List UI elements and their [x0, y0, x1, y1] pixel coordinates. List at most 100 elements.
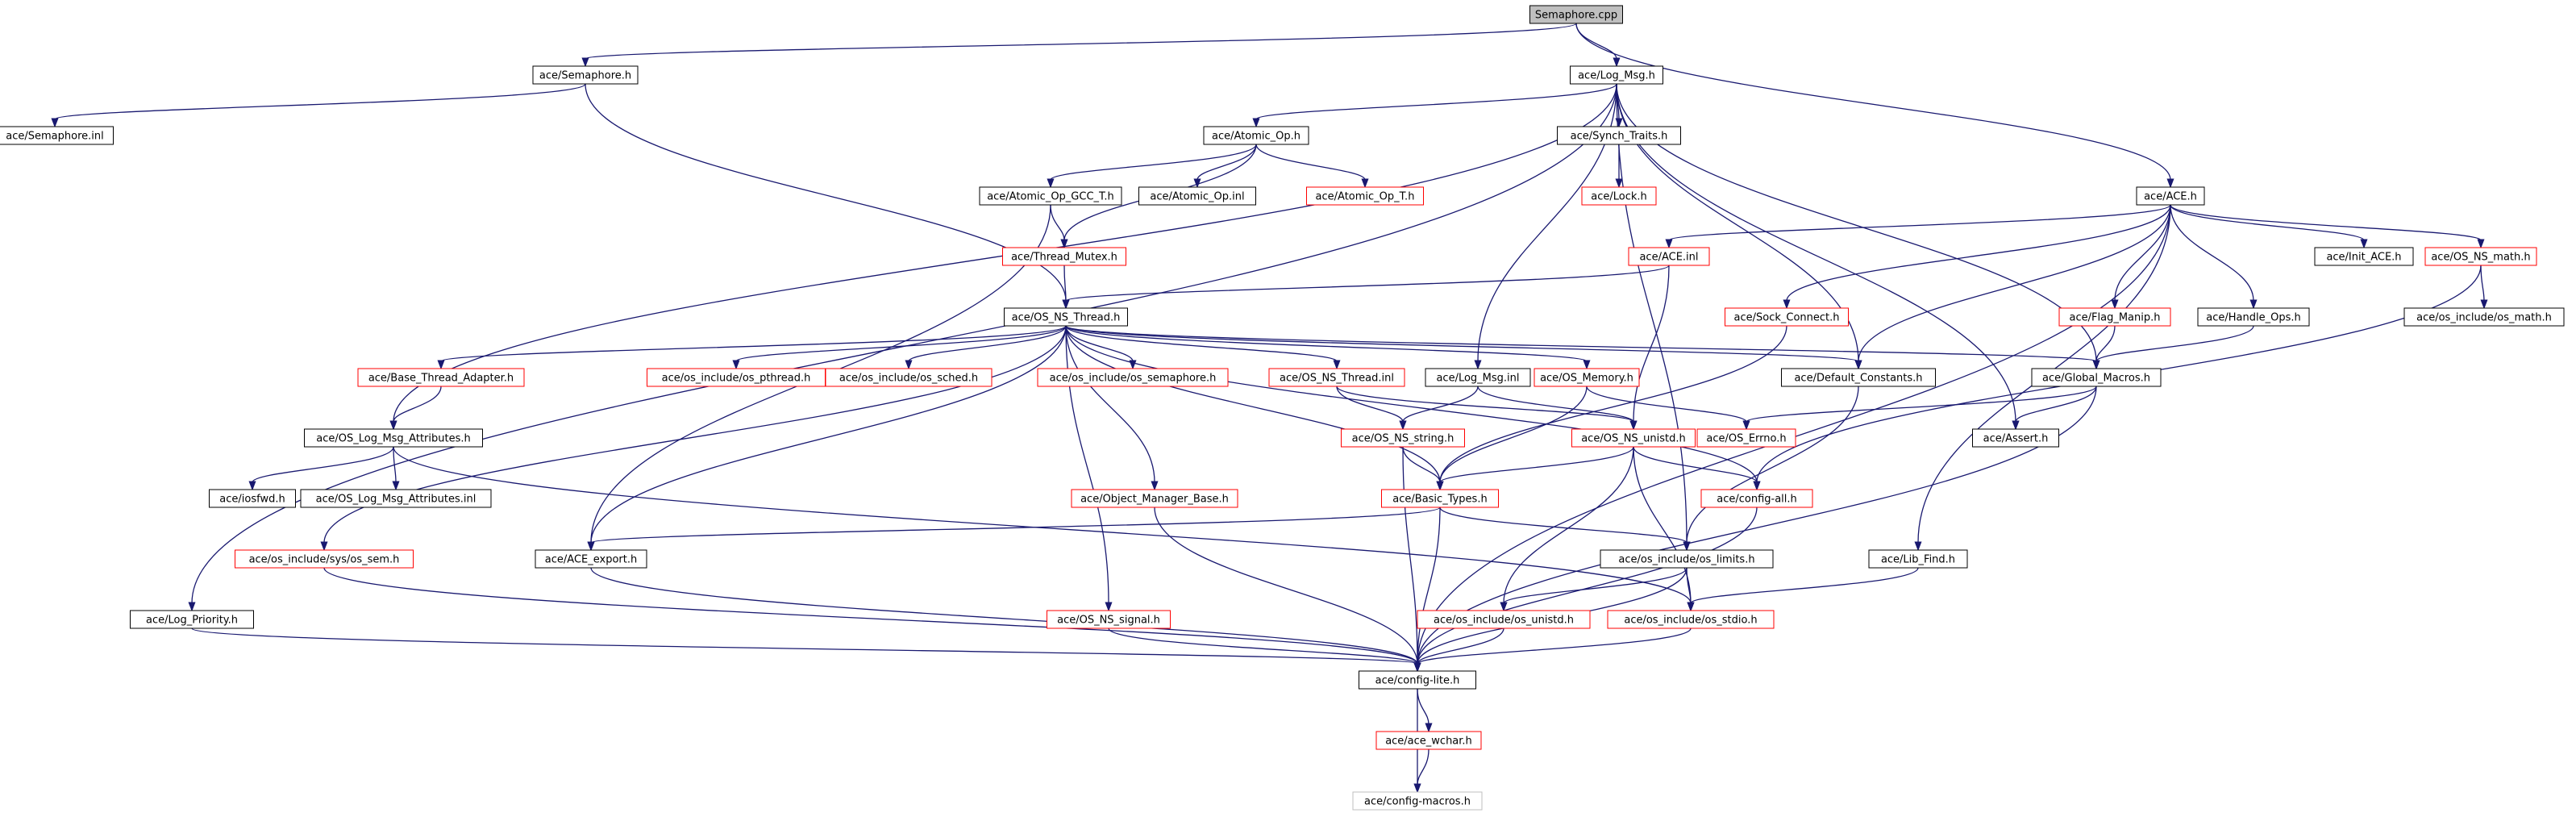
graph-node[interactable]: ace/os_include/os_stdio.h [1607, 610, 1775, 629]
edge-line [191, 83, 1617, 604]
graph-node[interactable]: ace/Thread_Mutex.h [1002, 247, 1126, 266]
edge-line [1633, 446, 1758, 483]
node-label: ace/OS_NS_Thread.h [1012, 312, 1121, 324]
edge-line [2170, 204, 2254, 302]
edge-line [1503, 446, 1634, 604]
graph-node[interactable]: ace/os_include/os_limits.h [1600, 549, 1774, 569]
edge-line [1439, 446, 1634, 483]
edge-arrowhead [389, 420, 397, 431]
node-box [535, 549, 647, 569]
edge-arrowhead [1615, 178, 1623, 189]
node-box [2031, 368, 2162, 387]
edge-line [1575, 23, 1617, 60]
graph-node[interactable]: ace/Semaphore.inl [0, 126, 114, 145]
graph-node[interactable]: ace/Atomic_Op.inl [1138, 186, 1256, 206]
edge-line [1633, 446, 1692, 604]
node-label: Semaphore.cpp [1535, 10, 1617, 22]
node-box [532, 65, 639, 85]
edge-line [1439, 386, 1588, 483]
graph-node[interactable]: ace/Handle_Ops.h [2197, 307, 2310, 327]
edge-line [1417, 748, 1429, 786]
graph-node[interactable]: ace/OS_Log_Msg_Attributes.h [304, 428, 483, 448]
graph-node[interactable]: ace/OS_NS_Thread.inl [1268, 368, 1405, 387]
node-box [1425, 368, 1531, 387]
node-label: ace/iosfwd.h [219, 494, 285, 506]
edge-arrowhead [581, 57, 589, 68]
graph-node[interactable]: ace/OS_Memory.h [1534, 368, 1640, 387]
node-label: ace/Atomic_Op_T.h [1316, 191, 1415, 203]
node-box [209, 489, 296, 508]
graph-node[interactable]: ace/Object_Manager_Base.h [1071, 489, 1238, 508]
node-label: ace/OS_Log_Msg_Attributes.h [316, 433, 470, 445]
graph-node[interactable]: ace/OS_NS_unistd.h [1571, 428, 1696, 448]
graph-node[interactable]: ace/Init_ACE.h [2314, 247, 2414, 266]
graph-node[interactable]: ace/OS_Log_Msg_Attributes.inl [300, 489, 492, 508]
nodes-layer: Semaphore.cpp ace/Semaphore.h ace/Log_Msg.… [0, 5, 2565, 811]
graph-node[interactable]: ace/Assert.h [1972, 428, 2059, 448]
graph-node[interactable]: ace/os_include/os_pthread.h [647, 368, 826, 387]
graph-node[interactable]: ace/os_include/os_sched.h [825, 368, 993, 387]
graph-node[interactable]: ace/Basic_Types.h [1381, 489, 1499, 508]
node-box [1306, 186, 1424, 206]
graph-node[interactable]: Semaphore.cpp [1529, 5, 1623, 24]
node-label: ace/Basic_Types.h [1392, 494, 1487, 506]
node-label: ace/Semaphore.h [539, 70, 631, 82]
node-box [1375, 731, 1482, 750]
node-box [1359, 670, 1476, 690]
graph-node[interactable]: ace/os_include/os_semaphore.h [1037, 368, 1229, 387]
graph-node[interactable]: ace/Flag_Manip.h [2058, 307, 2171, 327]
edge-line [1439, 325, 1787, 483]
graph-node[interactable]: ace/ace_wchar.h [1375, 731, 1482, 750]
graph-node[interactable]: ace/Lib_Find.h [1868, 549, 1968, 569]
graph-node[interactable]: ace/Log_Msg.inl [1425, 368, 1531, 387]
edge-arrowhead [1753, 481, 1761, 491]
node-box [0, 126, 114, 145]
node-box [1571, 428, 1696, 448]
graph-node[interactable]: ace/Base_Thread_Adapter.h [357, 368, 525, 387]
edge-arrowhead [1060, 239, 1068, 249]
graph-node[interactable]: ace/Log_Priority.h [130, 610, 254, 629]
edge-line [590, 325, 1067, 544]
node-label: ace/Log_Priority.h [146, 615, 238, 627]
edge-line [1417, 688, 1429, 725]
edge-arrowhead [1105, 602, 1113, 612]
graph-node[interactable]: ace/Synch_Traits.h [1557, 126, 1681, 145]
edge-line [908, 325, 1067, 362]
graph-node[interactable]: ace/Sock_Connect.h [1725, 307, 1849, 327]
graph-node[interactable]: ace/Global_Macros.h [2031, 368, 2162, 387]
graph-node[interactable]: ace/ACE_export.h [535, 549, 647, 569]
graph-node[interactable]: ace/Semaphore.h [532, 65, 639, 85]
graph-node[interactable]: ace/os_include/os_unistd.h [1417, 610, 1591, 629]
graph-node[interactable]: ace/config-macros.h [1352, 791, 1483, 811]
graph-node[interactable]: ace/OS_NS_Thread.h [1004, 307, 1128, 327]
graph-node[interactable]: ace/OS_NS_string.h [1341, 428, 1465, 448]
graph-node[interactable]: ace/ACE.inl [1628, 247, 1710, 266]
edge-arrowhead [1333, 360, 1341, 370]
graph-node[interactable]: ace/config-lite.h [1359, 670, 1476, 690]
edge-line [1050, 144, 1257, 181]
graph-node[interactable]: ace/OS_NS_signal.h [1047, 610, 1171, 629]
edge-line [1065, 325, 1109, 604]
graph-node[interactable]: ace/os_include/sys/os_sem.h [235, 549, 414, 569]
graph-node[interactable]: ace/config-all.h [1700, 489, 1813, 508]
edge-line [1108, 627, 1418, 665]
graph-node[interactable]: ace/OS_NS_math.h [2424, 247, 2537, 266]
graph-node[interactable]: ace/Log_Msg.h [1570, 65, 1663, 85]
graph-node[interactable]: ace/iosfwd.h [209, 489, 296, 508]
graph-node[interactable]: ace/OS_Errno.h [1696, 428, 1796, 448]
graph-node[interactable]: ace/Lock.h [1581, 186, 1657, 206]
graph-node[interactable]: ace/Atomic_Op_T.h [1306, 186, 1424, 206]
node-label: ace/Flag_Manip.h [2070, 312, 2161, 324]
graph-node[interactable]: ace/Atomic_Op_GCC_T.h [979, 186, 1122, 206]
edge-arrowhead [1399, 420, 1407, 431]
node-box [304, 428, 483, 448]
graph-node[interactable]: ace/ACE.h [2136, 186, 2205, 206]
edge-line [440, 325, 1067, 362]
graph-node[interactable]: ace/Default_Constants.h [1781, 368, 1936, 387]
graph-node[interactable]: ace/Atomic_Op.h [1203, 126, 1309, 145]
edge-arrowhead [1742, 420, 1750, 431]
edge-arrowhead [1436, 481, 1444, 491]
node-label: ace/os_include/os_semaphore.h [1050, 373, 1217, 385]
edge-line [1065, 325, 2097, 362]
graph-node[interactable]: ace/os_include/os_math.h [2403, 307, 2565, 327]
